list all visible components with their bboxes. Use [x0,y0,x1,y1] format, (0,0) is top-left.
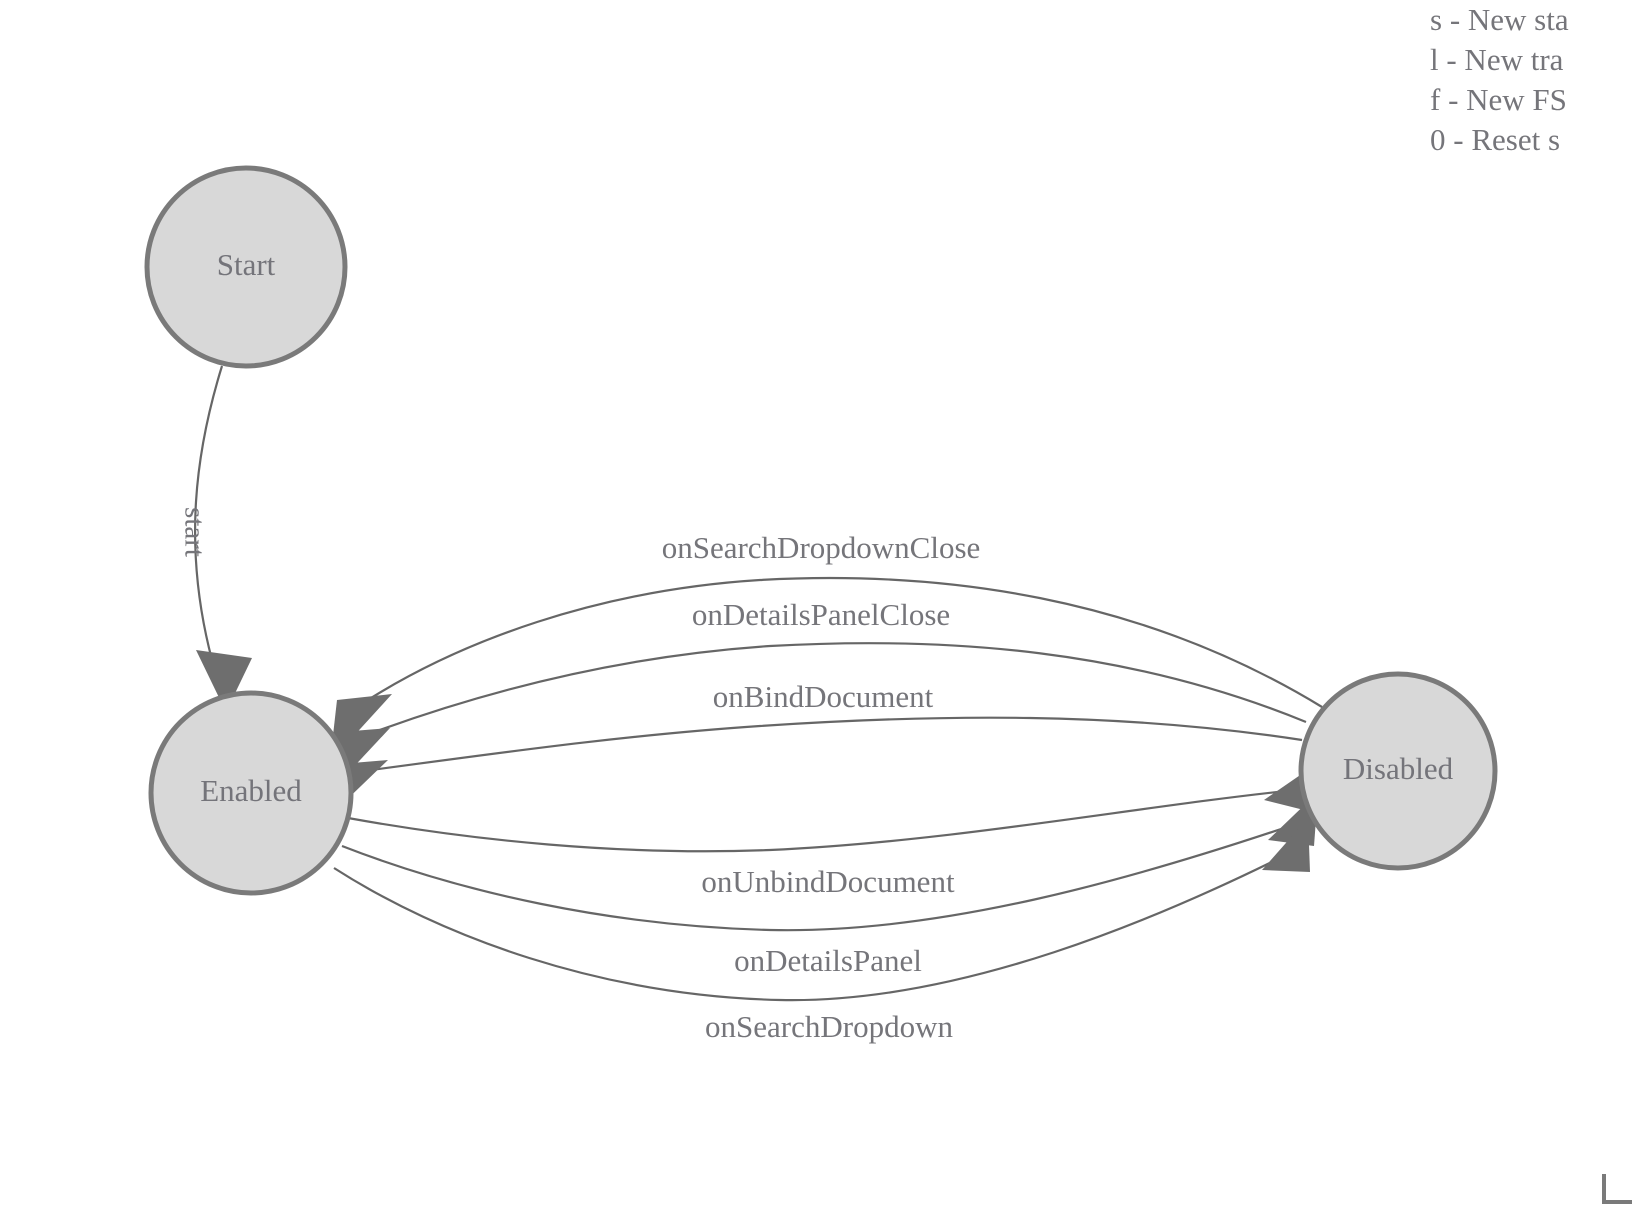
node-start-circle[interactable] [144,165,348,369]
edge-label-start: start [178,507,210,557]
edge-on-search-dropdown[interactable] [333,818,1310,1002]
edge-on-details-panel-close[interactable] [332,642,1307,790]
node-enabled[interactable]: Enabled [148,690,354,896]
node-disabled-circle[interactable] [1298,671,1498,871]
edge-on-bind-document-path[interactable] [355,716,1303,774]
edge-label-on-unbind-document: onUnbindDocument [701,864,955,899]
edge-on-details-panel[interactable] [341,792,1318,932]
edge-label-on-details-panel: onDetailsPanel [734,943,922,978]
panel-frame-corner [1602,1174,1632,1208]
edge-on-bind-document[interactable] [334,716,1303,812]
frame-corner-horizontal-rule [1602,1200,1632,1204]
edge-on-search-dropdown-close-path[interactable] [359,576,1323,708]
node-disabled[interactable]: Disabled [1298,671,1498,871]
edge-on-search-dropdown-arrowhead [1262,818,1310,872]
node-enabled-label: Enabled [200,773,302,808]
edge-start-arrowhead [196,650,252,712]
node-start[interactable]: Start [144,165,348,369]
edge-label-on-details-panel-close: onDetailsPanelClose [692,597,950,632]
edge-label-on-bind-document: onBindDocument [713,679,934,714]
edge-on-details-panel-close-path[interactable] [357,642,1307,740]
edge-label-on-search-dropdown: onSearchDropdown [705,1009,953,1044]
edge-on-search-dropdown-path[interactable] [333,851,1293,1002]
node-disabled-label: Disabled [1343,751,1454,786]
edge-on-unbind-document-path[interactable] [347,788,1297,853]
edge-on-details-panel-path[interactable] [341,822,1297,932]
edge-label-on-search-dropdown-close: onSearchDropdownClose [662,530,981,565]
edge-on-unbind-document[interactable] [347,760,1322,853]
edge-start-path[interactable] [193,365,224,661]
frame-corner-vertical-rule [1602,1174,1606,1204]
node-enabled-circle[interactable] [148,690,354,896]
node-start-label: Start [217,247,276,282]
edge-start[interactable] [193,365,252,712]
